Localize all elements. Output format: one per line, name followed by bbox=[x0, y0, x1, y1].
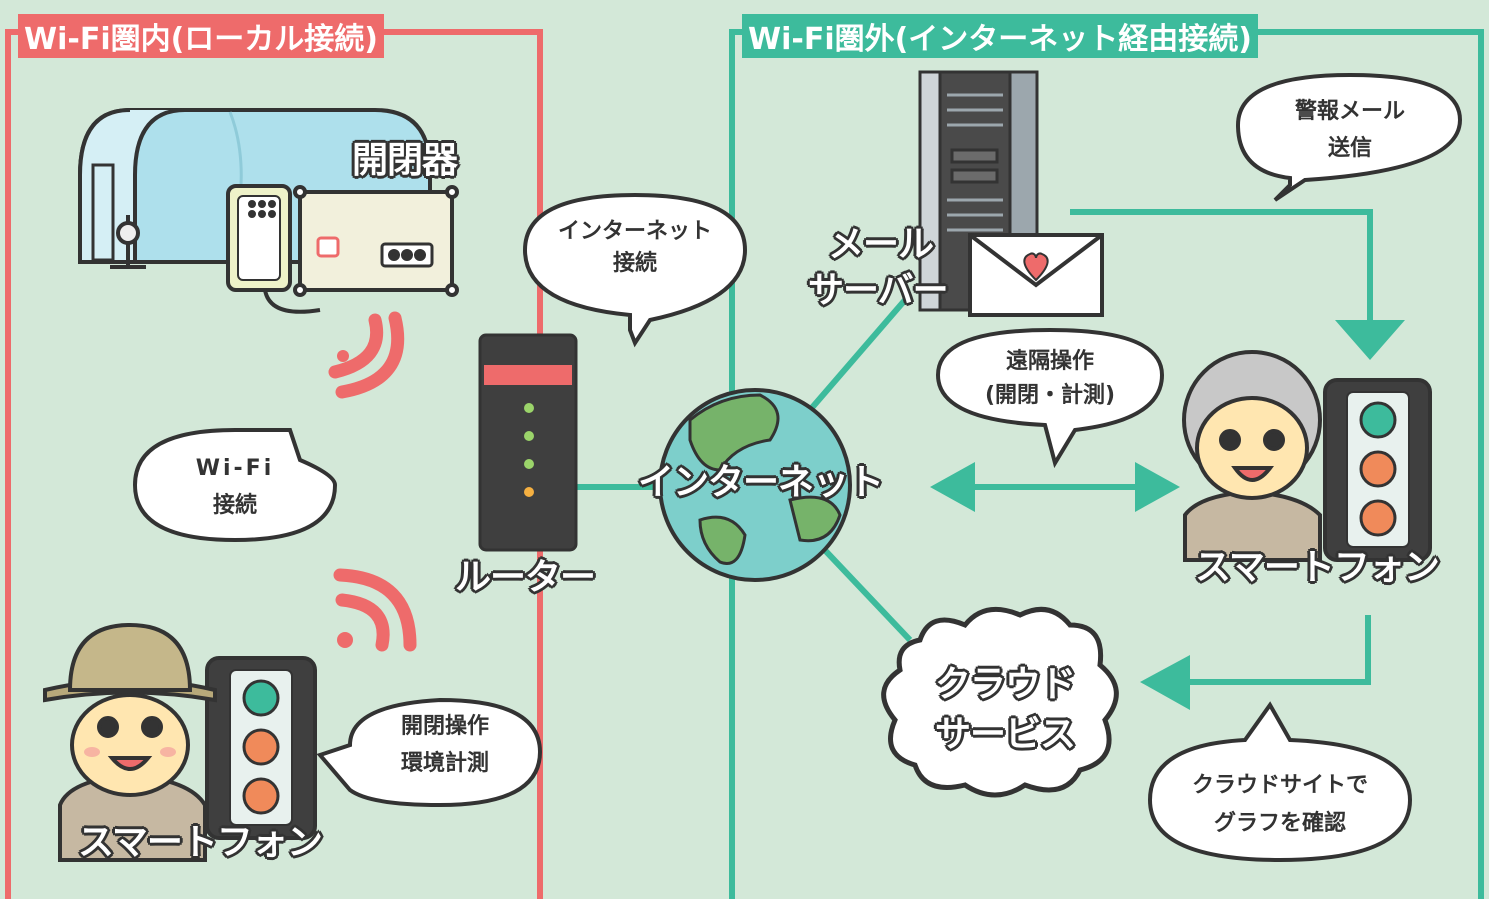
connection-lines bbox=[575, 209, 1373, 685]
bubble-wifi-conn-text-1: Wi-Fi bbox=[195, 456, 275, 481]
router-illustration bbox=[478, 333, 578, 552]
elderly-person-illustration bbox=[1182, 350, 1322, 562]
bubble-alert bbox=[1235, 72, 1463, 202]
remote-zone-title: Wi-Fi圏外(インターネット経由接続) bbox=[742, 14, 1259, 58]
bubble-cloud-site-text-1: クラウドサイトで bbox=[1191, 773, 1368, 798]
bubble-cloud-site-text-2: グラフを確認 bbox=[1213, 811, 1346, 836]
smartphone-local-illustration bbox=[205, 656, 317, 840]
bubble-remote-op-text-1: 遠隔操作 bbox=[1005, 349, 1094, 374]
smartphone-remote-label: スマートフォン bbox=[1195, 547, 1440, 588]
opener-device bbox=[226, 184, 459, 314]
arrow-left-to-cloud bbox=[1140, 655, 1190, 710]
mail-server-label-1: メール bbox=[828, 224, 934, 265]
arrow-left-to-internet bbox=[930, 462, 975, 512]
opener-label: 開閉器 bbox=[352, 140, 458, 181]
farmer-illustration bbox=[43, 622, 217, 862]
bubble-remote-op-text-2: (開閉・計測) bbox=[984, 383, 1116, 408]
server-illustration bbox=[918, 70, 1039, 312]
smartphone-local-label: スマートフォン bbox=[78, 822, 323, 863]
arrow-down-to-phone bbox=[1335, 320, 1405, 360]
cloud-label-1: クラウド bbox=[935, 664, 1076, 705]
internet-label: インターネット bbox=[638, 462, 884, 503]
bubble-local-op bbox=[316, 697, 543, 808]
bubble-cloud-site bbox=[1147, 701, 1413, 863]
arrow-right-to-phone bbox=[1135, 462, 1180, 512]
bubble-internet-conn-text-2: 接続 bbox=[612, 251, 657, 276]
local-zone-title: Wi-Fi圏内(ローカル接続) bbox=[18, 14, 385, 58]
wifi-waves-lower bbox=[333, 568, 417, 652]
speech-bubbles bbox=[132, 72, 1463, 863]
globe-illustration bbox=[658, 388, 852, 582]
smartphone-remote-illustration bbox=[1323, 378, 1432, 562]
bubble-local-op-text-2: 環境計測 bbox=[400, 751, 489, 776]
bubble-alert-text-1: 警報メール bbox=[1294, 99, 1405, 124]
cloud-shape bbox=[881, 606, 1119, 798]
cloud-label-2: サービス bbox=[935, 714, 1076, 755]
bubble-internet-conn bbox=[522, 192, 748, 348]
bubble-alert-text-2: 送信 bbox=[1327, 136, 1372, 161]
bubble-remote-op bbox=[935, 327, 1165, 469]
router-label: ルーター bbox=[455, 557, 596, 598]
envelope-icon bbox=[968, 233, 1104, 317]
bubble-local-op-text-1: 開閉操作 bbox=[400, 714, 489, 739]
mail-server-label-2: サーバー bbox=[808, 270, 949, 311]
bubble-wifi-conn bbox=[132, 428, 338, 543]
bubble-internet-conn-text-1: インターネット bbox=[557, 219, 712, 244]
bubble-wifi-conn-text-2: 接続 bbox=[212, 493, 257, 518]
wifi-waves-upper bbox=[328, 311, 405, 399]
